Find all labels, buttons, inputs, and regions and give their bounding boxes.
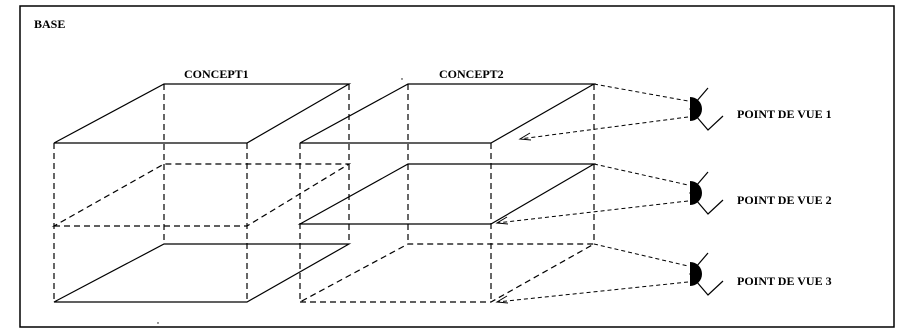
arrowhead-3: [495, 295, 509, 304]
concept1-vertical-edges: [53, 84, 350, 302]
concept1-bottom-face: [53, 243, 352, 303]
sight-lines: [496, 83, 689, 303]
sight-line-1b: [519, 116, 689, 140]
base-frame: [19, 5, 895, 328]
stray-dot-2: [157, 322, 159, 324]
arrowhead-2: [495, 216, 509, 225]
eye-icon-2: [689, 171, 724, 215]
viewpoint-3-label: POINT DE VUE 3: [737, 274, 832, 288]
concept2-bottom-face: [299, 243, 597, 303]
eye-icon-3: [689, 252, 724, 296]
eye-icon-1: [689, 87, 724, 131]
stray-dot-1: [401, 78, 403, 80]
base-label: BASE: [34, 17, 65, 31]
concept2-label: CONCEPT2: [439, 67, 504, 81]
viewpoint-2-label: POINT DE VUE 2: [737, 193, 832, 207]
concept1-box: [51, 83, 352, 303]
concept2-middle-face: [297, 163, 597, 225]
concept1-label: CONCEPT1: [184, 67, 249, 81]
concept1-middle-face: [51, 163, 352, 227]
sight-line-2a: [593, 163, 689, 186]
concept2-vertical-edges: [299, 84, 595, 302]
concept2-box: [297, 83, 597, 303]
viewpoint-1-label: POINT DE VUE 1: [737, 107, 832, 121]
arrowheads: [495, 132, 532, 304]
arrowhead-1: [518, 132, 532, 141]
sight-line-1a: [593, 83, 689, 102]
concept1-top-face: [53, 83, 352, 144]
sight-line-3b: [496, 281, 689, 303]
sight-line-3a: [593, 243, 689, 267]
concept2-top-face: [299, 83, 597, 144]
